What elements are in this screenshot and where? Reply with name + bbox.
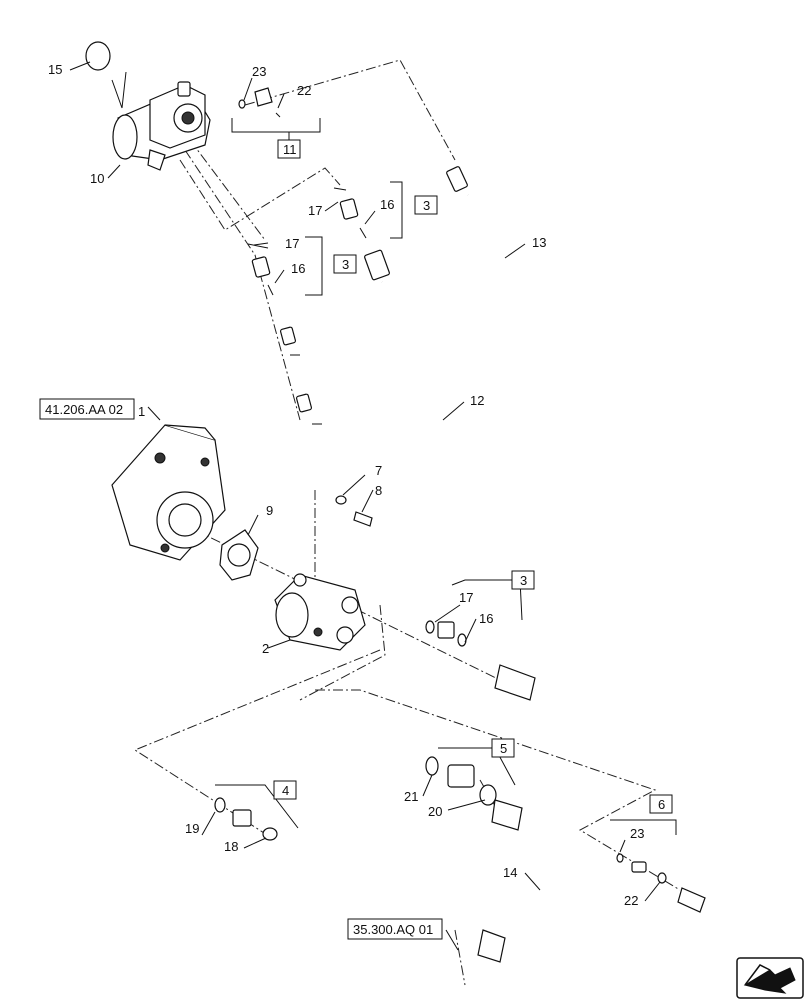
callout-16-upper-right: 16 <box>380 197 394 212</box>
part-14-hose <box>477 799 574 963</box>
callout-7: 7 <box>375 463 382 478</box>
part-13-hose <box>446 166 751 913</box>
callout-20: 20 <box>428 804 442 819</box>
svg-text:35.300.AQ 01: 35.300.AQ 01 <box>353 922 433 937</box>
fittings-pump-outlet <box>425 620 467 647</box>
callout-23-bottom: 23 <box>630 826 644 841</box>
callout-leaders <box>69 61 661 951</box>
kit-box-3-upper-right: 3 <box>414 195 438 215</box>
kit-box-5: 5 <box>491 738 515 758</box>
fittings-23-22-top <box>238 87 281 118</box>
fittings-23-22-bottom <box>616 853 667 884</box>
svg-text:3: 3 <box>342 257 349 272</box>
callout-10: 10 <box>90 171 104 186</box>
callout-22-bottom: 22 <box>624 893 638 908</box>
callout-9: 9 <box>266 503 273 518</box>
svg-text:41.206.AA 02: 41.206.AA 02 <box>45 402 123 417</box>
fittings-19-18 <box>214 797 278 841</box>
fittings-21-20 <box>425 756 497 806</box>
reference-41-206-aa-02[interactable]: 41.206.AA 02 <box>39 398 135 420</box>
svg-text:4: 4 <box>282 783 289 798</box>
callout-17-upper-right: 17 <box>308 203 322 218</box>
fittings-upper-right <box>333 187 367 239</box>
kit-box-3-pump: 3 <box>511 570 535 590</box>
part-10-motor <box>112 81 211 171</box>
fittings-lower-pair <box>279 326 322 425</box>
callout-17-pump: 17 <box>459 590 473 605</box>
callout-17-upper-left: 17 <box>285 236 299 251</box>
callout-22-top: 22 <box>297 83 311 98</box>
part-7-washer <box>335 495 347 505</box>
callout-15: 15 <box>48 62 62 77</box>
callout-2: 2 <box>262 641 269 656</box>
kit-box-3-upper-left: 3 <box>333 254 357 274</box>
callout-21: 21 <box>404 789 418 804</box>
svg-text:3: 3 <box>423 198 430 213</box>
part-8-bolt <box>353 511 373 527</box>
part-9-gasket <box>219 529 259 581</box>
svg-text:11: 11 <box>283 142 297 157</box>
callout-8: 8 <box>375 483 382 498</box>
kit-brackets <box>215 118 677 835</box>
fittings-upper-left <box>247 243 274 296</box>
callout-1: 1 <box>138 404 145 419</box>
center-lines <box>133 59 681 986</box>
part-2-gear-pump <box>274 573 366 651</box>
callout-13: 13 <box>532 235 546 250</box>
callout-19: 19 <box>185 821 199 836</box>
callout-16-pump: 16 <box>479 611 493 626</box>
next-page-arrow-icon[interactable] <box>736 957 804 999</box>
kit-box-4: 4 <box>273 780 297 800</box>
part-15-o-ring <box>85 41 111 71</box>
callout-14: 14 <box>503 865 517 880</box>
svg-text:5: 5 <box>500 741 507 756</box>
callout-18: 18 <box>224 839 238 854</box>
part-12-hose <box>364 249 628 701</box>
svg-text:6: 6 <box>658 797 665 812</box>
callout-23-top: 23 <box>252 64 266 79</box>
kit-box-11: 11 <box>277 139 301 159</box>
reference-35-300-aq-01[interactable]: 35.300.AQ 01 <box>347 918 443 940</box>
kit-box-6: 6 <box>649 794 673 814</box>
callout-12: 12 <box>470 393 484 408</box>
svg-text:3: 3 <box>520 573 527 588</box>
part-1-pto-housing <box>111 424 226 561</box>
callout-numbers: 1 2 7 8 9 10 12 13 14 15 16 16 16 17 17 … <box>48 62 644 908</box>
callout-16-upper-left: 16 <box>291 261 305 276</box>
